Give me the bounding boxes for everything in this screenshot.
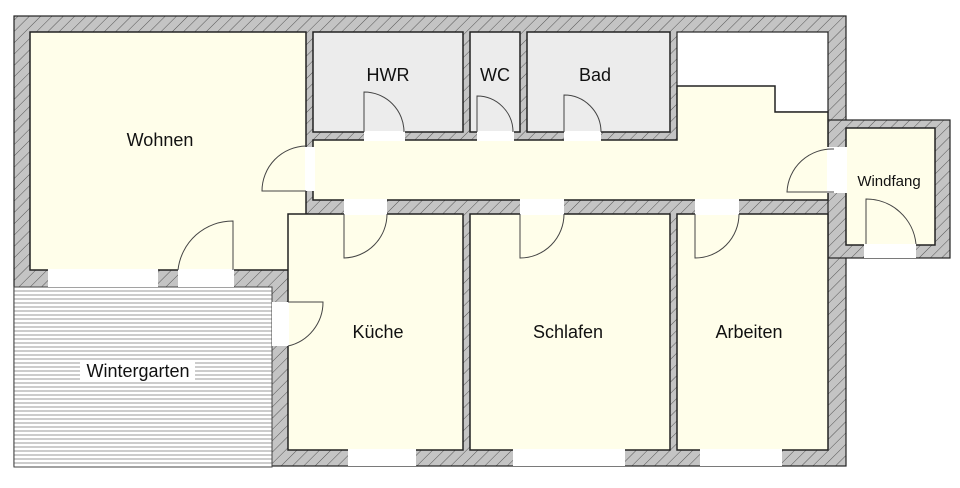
door-openings [48, 131, 916, 466]
room-wc [469, 31, 521, 133]
label-windfang: Windfang [857, 173, 920, 190]
room-bad [526, 31, 671, 133]
label-bad: Bad [579, 65, 611, 85]
room-hwr [312, 31, 464, 133]
wintergarten-label-bg [80, 360, 195, 382]
label-arbeiten: Arbeiten [715, 322, 782, 342]
room-arbeiten [676, 213, 829, 451]
label-kueche: Küche [352, 322, 403, 342]
room-kueche [287, 213, 464, 451]
room-windfang [845, 127, 936, 246]
room-schlafen [469, 213, 671, 451]
room-flur [312, 85, 829, 201]
room-wohnen [29, 31, 307, 271]
label-wintergarten: Wintergarten [86, 361, 189, 381]
label-wc: WC [480, 65, 510, 85]
label-wohnen: Wohnen [127, 130, 194, 150]
label-hwr: HWR [367, 65, 410, 85]
label-schlafen: Schlafen [533, 322, 603, 342]
door-swings [177, 91, 917, 347]
